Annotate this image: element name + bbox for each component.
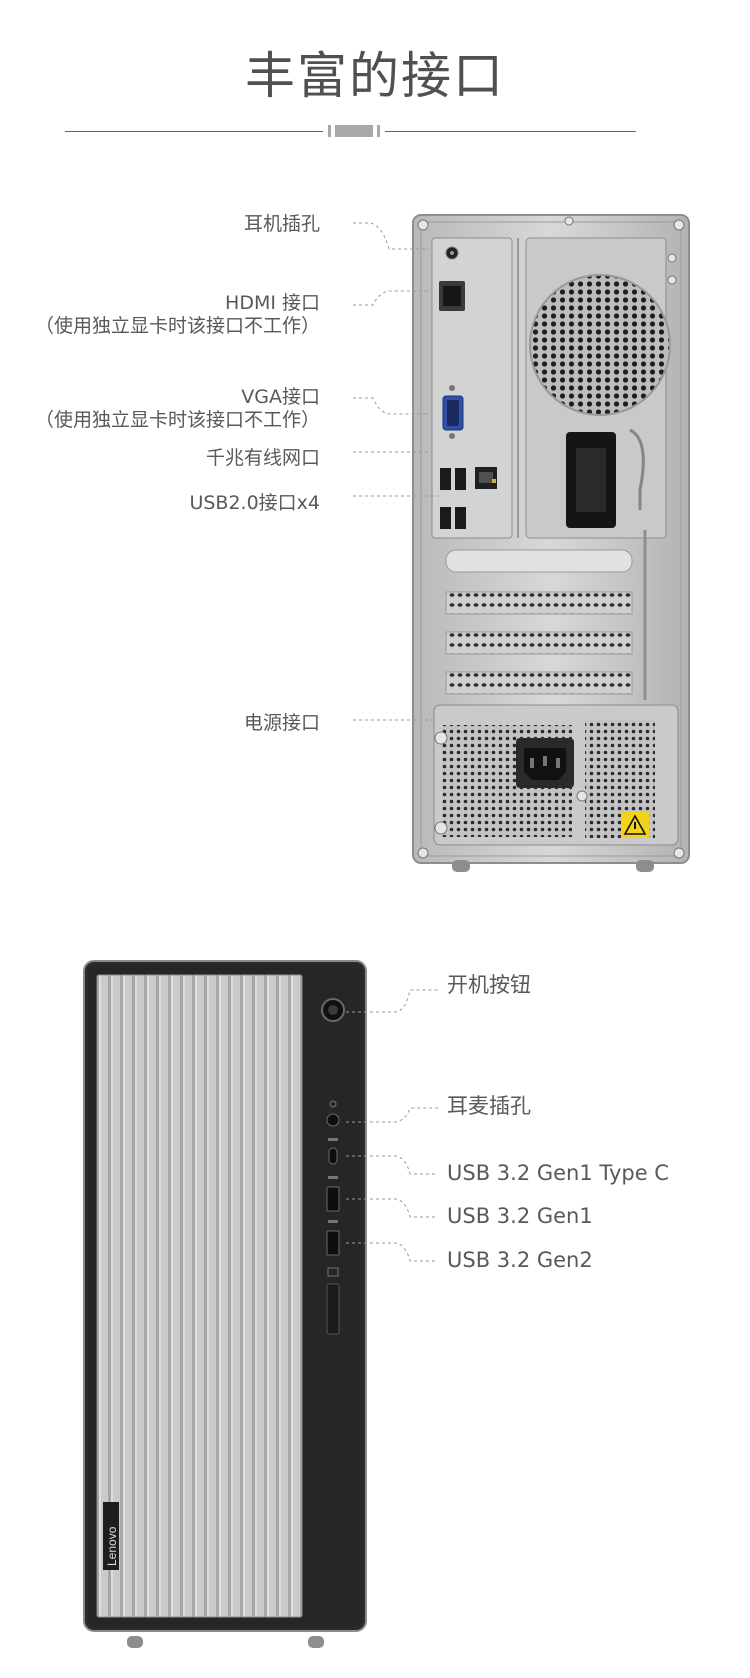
- title-divider-tick-left: [328, 125, 331, 137]
- title-divider-tick-right: [377, 125, 380, 137]
- svg-text:Lenovo: Lenovo: [105, 1526, 119, 1566]
- usb-type-c-port-icon: [328, 1138, 338, 1165]
- headphone-jack-icon: [445, 246, 459, 260]
- front-callout-lines: [346, 989, 438, 1262]
- usb-gen1-port-icon: [326, 1176, 340, 1212]
- title-divider-ornament: [335, 125, 373, 137]
- card-reader-slot-icon: [326, 1267, 340, 1335]
- hdmi-port-icon: [439, 281, 465, 311]
- label-usb2-ports: USB2.0接口x4: [189, 492, 320, 514]
- lenovo-logo: Lenovo: [103, 1502, 119, 1570]
- label-power-socket: 电源接口: [243, 712, 320, 734]
- label-ethernet-port: 千兆有线网口: [205, 447, 320, 469]
- usb2-ports-icon: [440, 468, 466, 529]
- rear-fan-grille: [525, 237, 671, 539]
- label-headphone-jack: 耳机插孔: [243, 213, 320, 235]
- usb-gen2-port-icon: [326, 1220, 340, 1256]
- rear-io-plate: [431, 237, 519, 539]
- title-divider-left: [65, 131, 323, 132]
- vga-port-icon: [442, 385, 464, 439]
- power-button-icon: [321, 998, 345, 1022]
- front-chassis: [83, 960, 367, 1648]
- label-vga-port: VGA接口: [241, 386, 320, 408]
- ethernet-port-icon: [475, 467, 497, 489]
- headset-jack-icon: [326, 1100, 340, 1127]
- page-title: 丰富的接口: [245, 47, 505, 105]
- label-usb-gen2: USB 3.2 Gen2: [447, 1248, 593, 1272]
- label-hdmi-port: HDMI 接口: [225, 292, 320, 314]
- label-headset-jack: 耳麦插孔: [447, 1094, 531, 1118]
- rear-callout-lines: [353, 222, 439, 721]
- label-vga-note: （使用独立显卡时该接口不工作）: [34, 409, 320, 431]
- label-power-button: 开机按钮: [447, 973, 531, 997]
- power-socket-icon: [516, 738, 574, 788]
- warning-icon: [621, 812, 649, 838]
- label-usb-type-c: USB 3.2 Gen1 Type C: [447, 1161, 669, 1185]
- title-divider-right: [385, 131, 636, 132]
- label-usb-gen1: USB 3.2 Gen1: [447, 1204, 593, 1228]
- label-hdmi-note: （使用独立显卡时该接口不工作）: [34, 315, 320, 337]
- expansion-slots: [445, 530, 647, 700]
